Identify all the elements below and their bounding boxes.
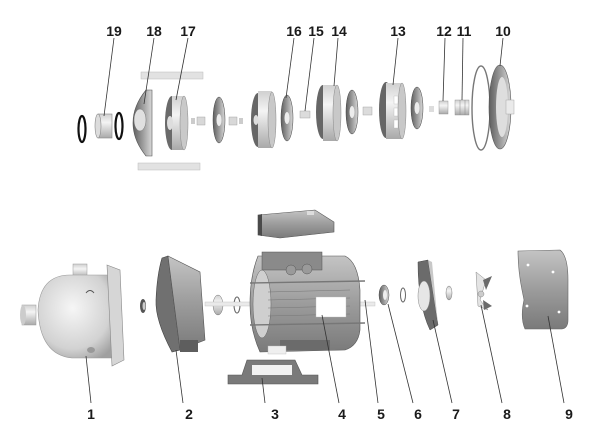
part-10-bracket-flange <box>488 64 515 150</box>
part-7-end-shield <box>417 259 439 331</box>
part-17-stage-bowl <box>165 95 189 151</box>
label-3: 3 <box>271 406 279 422</box>
shaft-spacer-2 <box>362 106 373 116</box>
label-18: 18 <box>146 23 162 39</box>
label-13: 13 <box>390 23 406 39</box>
bearing-ring-small <box>445 285 453 301</box>
label-4: 4 <box>338 406 346 422</box>
stage-bowl-1 <box>251 91 277 149</box>
leader-14 <box>333 37 339 87</box>
part-13-diffuser-bowl <box>379 82 407 140</box>
part-18-end-bowl <box>132 89 153 157</box>
label-16: 16 <box>286 23 302 39</box>
part-14-stage-bowl <box>316 84 342 142</box>
leader-2 <box>175 349 184 404</box>
part-3-base-plate <box>227 359 319 385</box>
part-9-fan-cover <box>517 249 569 330</box>
leader-16 <box>285 37 295 99</box>
bottom-assembly <box>20 209 569 385</box>
label-17: 17 <box>180 23 196 39</box>
leader-13 <box>392 37 399 86</box>
label-12: 12 <box>436 23 452 39</box>
leader-3 <box>261 377 266 404</box>
shaft-key <box>267 345 287 355</box>
seal-ring-1 <box>140 299 146 313</box>
label-9: 9 <box>565 406 573 422</box>
impeller-1 <box>212 96 226 144</box>
leader-10 <box>499 37 504 67</box>
leader-lines <box>85 37 565 404</box>
part-15-spacer <box>299 110 311 119</box>
label-15: 15 <box>308 23 324 39</box>
part-8-cooling-fan <box>475 271 492 311</box>
leader-15 <box>304 37 315 112</box>
leader-19 <box>103 37 115 117</box>
terminal-box-cover <box>257 209 335 239</box>
leader-1 <box>85 355 92 404</box>
part-16-impeller <box>280 94 294 142</box>
leader-6 <box>387 303 414 404</box>
part-1-pump-casing <box>20 263 125 367</box>
shaft-spacer-3 <box>429 106 434 112</box>
label-5: 5 <box>377 406 385 422</box>
part-4-motor-stator <box>249 251 366 353</box>
label-14: 14 <box>331 23 347 39</box>
leader-12 <box>442 37 446 102</box>
tie-rod-lower <box>137 162 201 171</box>
label-7: 7 <box>452 406 460 422</box>
leader-11 <box>461 37 464 101</box>
label-1: 1 <box>87 406 95 422</box>
part-12-bushing <box>438 100 449 115</box>
impeller-3 <box>410 86 424 130</box>
top-assembly <box>77 64 515 171</box>
leader-8 <box>480 304 503 404</box>
leader-17 <box>175 37 189 101</box>
part-2-motor-adapter <box>155 255 206 353</box>
leader-5 <box>364 299 379 404</box>
part-11-coupling <box>454 99 470 116</box>
leader-7 <box>432 319 453 404</box>
label-10: 10 <box>495 23 511 39</box>
label-6: 6 <box>414 406 422 422</box>
large-o-ring <box>471 65 491 151</box>
leader-9 <box>547 315 565 404</box>
bottom-labels: 1 2 3 4 5 6 7 8 9 <box>87 406 573 422</box>
top-labels: 19 18 17 16 15 14 13 12 11 10 <box>106 23 511 39</box>
leader-4 <box>321 314 340 404</box>
label-2: 2 <box>185 406 193 422</box>
label-19: 19 <box>106 23 122 39</box>
tie-rod-upper <box>140 71 204 80</box>
leader-18 <box>143 37 155 105</box>
nameplate <box>315 296 347 318</box>
part-19-sleeve-with-orings <box>77 111 124 144</box>
shaft-spacers-1 <box>191 116 243 126</box>
label-8: 8 <box>503 406 511 422</box>
label-11: 11 <box>457 23 472 39</box>
part-6-bearing <box>378 284 406 306</box>
impeller-2 <box>345 89 359 135</box>
